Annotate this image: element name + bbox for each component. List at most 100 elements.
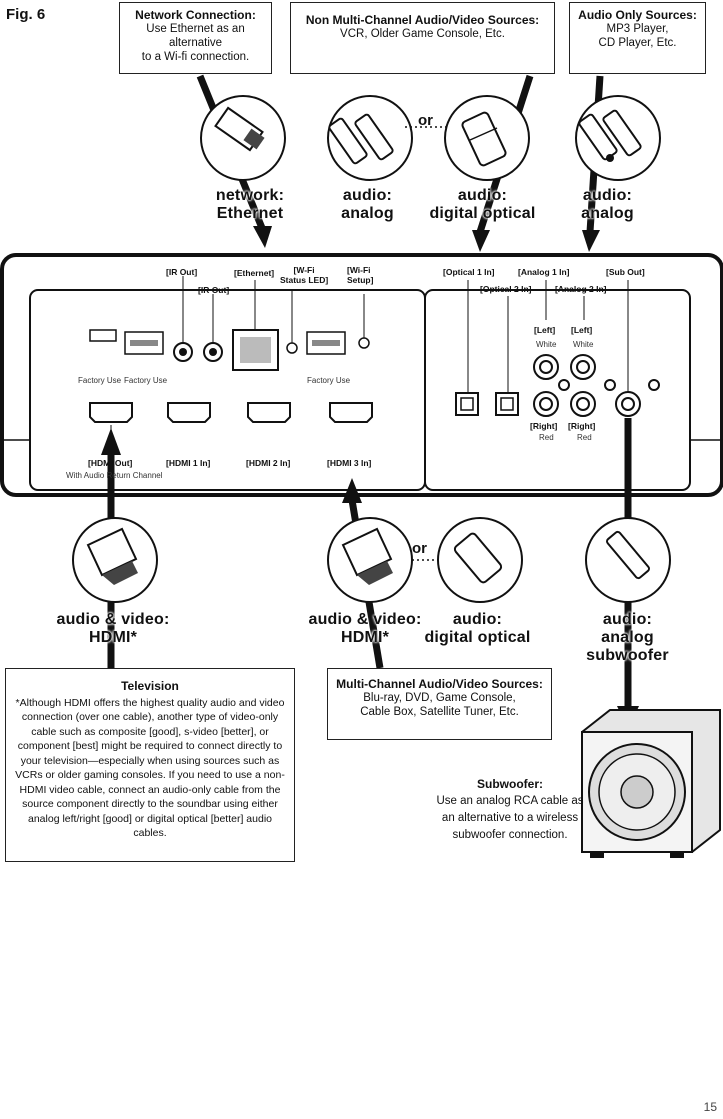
port-label-ir-out-1: [IR Out] bbox=[166, 267, 198, 277]
label-sub-line1: audio: bbox=[602, 611, 653, 628]
label-analog-top-line2: analog bbox=[341, 205, 394, 222]
port-label-factory-use-3: Factory Use bbox=[307, 376, 351, 385]
hdmi-plug-circle-left bbox=[72, 517, 158, 603]
non-multi-box-line1: VCR, Older Game Console, Etc. bbox=[340, 28, 505, 40]
port-label-red-1: Red bbox=[539, 433, 554, 442]
multi-box-line1: Blu-ray, DVD, Game Console, bbox=[363, 692, 516, 704]
label-optical-bottom-line2: digital optical bbox=[424, 629, 531, 646]
arrow-analog-top bbox=[582, 230, 600, 252]
label-optical-bottom-line1: audio: bbox=[452, 611, 503, 628]
port-label-factory-use-1: Factory Use bbox=[78, 376, 122, 385]
label-hdmi-left-line1: audio & video: bbox=[56, 611, 170, 628]
port-label-right-2: [Right] bbox=[568, 421, 596, 431]
subwoofer-note-title: Subwoofer: bbox=[477, 777, 543, 791]
port-label-sub-out: [Sub Out] bbox=[606, 267, 645, 277]
television-box-title: Television bbox=[121, 679, 179, 693]
label-audio-optical-top: audio: digital optical bbox=[425, 187, 540, 223]
non-multichannel-sources-box: Non Multi-Channel Audio/Video Sources: V… bbox=[290, 2, 555, 74]
label-optical-top-line1: audio: bbox=[457, 187, 508, 204]
hdmi-plug-circle-mid bbox=[327, 517, 413, 603]
port-label-white-1: White bbox=[536, 340, 557, 349]
label-audio-analog-right: audio: analog bbox=[560, 187, 655, 223]
port-label-wifi-led-line2: Status LED] bbox=[280, 275, 329, 285]
port-label-ethernet: [Ethernet] bbox=[234, 268, 275, 278]
rca-analog-plug-circle bbox=[327, 95, 413, 181]
port-label-hdmi-2: [HDMI 2 In] bbox=[246, 458, 291, 468]
or-top: or bbox=[418, 112, 433, 129]
non-multi-box-title: Non Multi-Channel Audio/Video Sources: bbox=[305, 13, 540, 27]
television-box: Television *Although HDMI offers the hig… bbox=[5, 668, 295, 862]
label-av-hdmi-mid: audio & video: HDMI* bbox=[300, 611, 430, 647]
or-bottom: or bbox=[412, 540, 427, 557]
port-label-red-2: Red bbox=[577, 433, 592, 442]
audio-only-sources-box: Audio Only Sources: MP3 Player, CD Playe… bbox=[569, 2, 706, 74]
multi-box-title: Multi-Channel Audio/Video Sources: bbox=[336, 677, 543, 691]
port-label-analog-2: [Analog 2 In] bbox=[555, 284, 607, 294]
port-label-wifi-setup: [Wi-Fi Setup] bbox=[347, 265, 373, 285]
subwoofer-note-line1: Use an analog RCA cable as bbox=[436, 795, 584, 807]
port-label-analog-1: [Analog 1 In] bbox=[518, 267, 570, 277]
ethernet-plug-circle bbox=[200, 95, 286, 181]
port-label-optical-1: [Optical 1 In] bbox=[443, 267, 495, 277]
network-connection-box: Network Connection: Use Ethernet as an a… bbox=[119, 2, 272, 74]
audio-only-box-line1: MP3 Player, bbox=[606, 23, 669, 35]
label-network-line1: network: bbox=[215, 187, 285, 204]
subwoofer-note: Subwoofer: Use an analog RCA cable as an… bbox=[435, 776, 585, 844]
label-hdmi-mid-line2: HDMI* bbox=[340, 629, 390, 646]
label-analog-right-line1: audio: bbox=[582, 187, 633, 204]
port-label-right-1: [Right] bbox=[530, 421, 558, 431]
network-box-title: Network Connection: bbox=[135, 8, 256, 22]
port-label-left-2: [Left] bbox=[571, 325, 593, 335]
arrow-hdmi-3 bbox=[342, 478, 362, 503]
port-label-white-2: White bbox=[573, 340, 594, 349]
port-label-wifi-led-line1: [W-Fi bbox=[293, 265, 315, 275]
arrow-ethernet bbox=[253, 226, 272, 248]
label-audio-optical-bottom: audio: digital optical bbox=[420, 611, 535, 647]
label-audio-subwoofer: audio: analog subwoofer bbox=[575, 611, 680, 665]
label-optical-top-line2: digital optical bbox=[429, 205, 536, 222]
hdmi-ports bbox=[89, 402, 373, 423]
multichannel-sources-box: Multi-Channel Audio/Video Sources: Blu-r… bbox=[327, 668, 552, 740]
multi-box-line2: Cable Box, Satellite Tuner, Etc. bbox=[360, 706, 519, 718]
port-label-left-1: [Left] bbox=[534, 325, 556, 335]
label-analog-right-line2: analog bbox=[581, 205, 634, 222]
page-number: 15 bbox=[703, 1100, 717, 1114]
port-label-hdmi-out: [HDMI Out] bbox=[88, 458, 133, 468]
label-network-ethernet: network: Ethernet bbox=[195, 187, 305, 223]
rca-jacks bbox=[533, 354, 660, 417]
arrow-hdmi-out bbox=[101, 428, 121, 455]
label-analog-top-line1: audio: bbox=[342, 187, 393, 204]
optical-plug-circle-bottom bbox=[437, 517, 523, 603]
audio-only-box-line2: CD Player, Etc. bbox=[598, 37, 677, 49]
label-hdmi-left-line2: HDMI* bbox=[88, 629, 138, 646]
arrow-optical-top bbox=[472, 230, 490, 252]
network-box-line2: to a Wi-fi connection. bbox=[141, 51, 250, 63]
rca-analog-plug-circle-right bbox=[575, 95, 661, 181]
port-label-wifi-setup-line1: [Wi-Fi bbox=[347, 265, 371, 275]
optical-plug-circle bbox=[444, 95, 530, 181]
port-label-optical-2: [Optical 2 In] bbox=[480, 284, 532, 294]
wifi-status-led bbox=[286, 342, 298, 354]
label-av-hdmi-left: audio & video: HDMI* bbox=[48, 611, 178, 647]
port-label-factory-use-2: Factory Use bbox=[124, 376, 168, 385]
port-label-wifi-led: [W-Fi Status LED] bbox=[280, 265, 328, 285]
label-audio-analog-top: audio: analog bbox=[320, 187, 415, 223]
port-label-hdmi-3: [HDMI 3 In] bbox=[327, 458, 372, 468]
television-box-body: *Although HDMI offers the highest qualit… bbox=[15, 696, 285, 840]
port-label-wifi-setup-line2: Setup] bbox=[347, 275, 374, 285]
figure-label: Fig. 6 bbox=[6, 6, 46, 23]
port-label-hdmi-out-sub: With Audio Return Channel bbox=[66, 471, 163, 480]
port-leader-lines bbox=[110, 276, 629, 455]
micro-usb-port bbox=[89, 329, 117, 342]
label-network-line2: Ethernet bbox=[216, 205, 284, 222]
label-hdmi-mid-line1: audio & video: bbox=[308, 611, 422, 628]
network-box-line1: Use Ethernet as an alternative bbox=[146, 23, 245, 49]
rca-plug-circle-sub bbox=[585, 517, 671, 603]
subwoofer-note-line2: an alternative to a wireless bbox=[441, 812, 579, 824]
port-label-hdmi-1: [HDMI 1 In] bbox=[166, 458, 211, 468]
label-sub-line3: subwoofer bbox=[586, 647, 669, 664]
label-sub-line2: analog bbox=[601, 629, 654, 646]
audio-only-box-title: Audio Only Sources: bbox=[578, 8, 697, 22]
subwoofer-icon bbox=[581, 709, 721, 858]
